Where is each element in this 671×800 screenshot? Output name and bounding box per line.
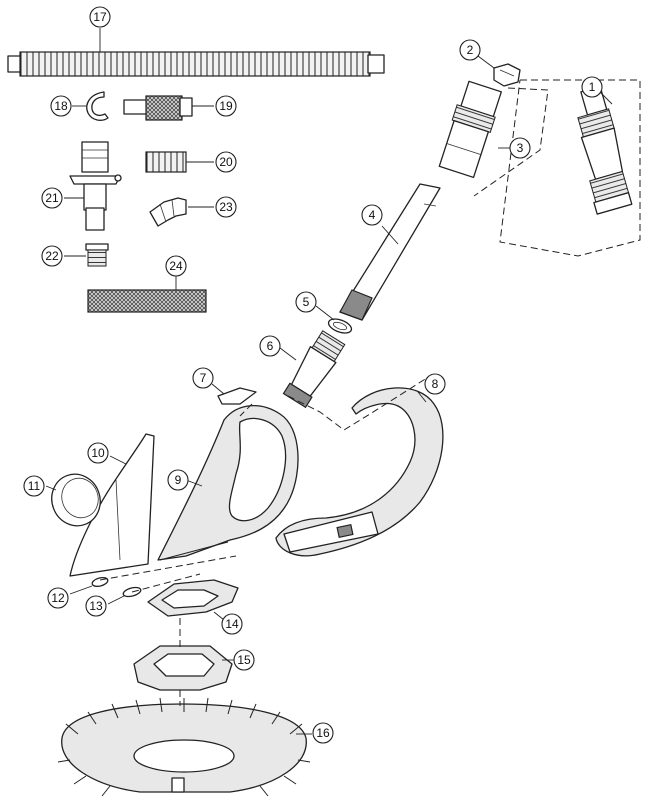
callout-23: 23 xyxy=(215,196,237,218)
svg-text:4: 4 xyxy=(369,208,376,222)
callout-17: 17 xyxy=(89,6,111,28)
callout-4: 4 xyxy=(361,204,383,226)
svg-text:6: 6 xyxy=(267,339,274,353)
callout-1: 1 xyxy=(581,76,603,98)
connector-19 xyxy=(123,95,214,121)
svg-text:8: 8 xyxy=(432,377,439,391)
callout-22: 22 xyxy=(41,245,63,267)
swivel-connector-1 xyxy=(499,79,641,257)
svg-text:12: 12 xyxy=(51,591,65,605)
tube-3 xyxy=(438,80,549,197)
callout-7: 7 xyxy=(192,367,214,389)
svg-text:11: 11 xyxy=(28,479,41,493)
callout-5: 5 xyxy=(295,291,317,313)
svg-text:15: 15 xyxy=(237,653,251,667)
svg-text:5: 5 xyxy=(303,295,310,309)
svg-text:10: 10 xyxy=(91,446,105,460)
callout-11: 11 xyxy=(23,475,45,497)
coupling-22 xyxy=(64,243,109,267)
callout-6: 6 xyxy=(259,335,281,357)
foot-pad-15 xyxy=(133,645,234,691)
swivel-joint-6 xyxy=(279,330,346,409)
callout-3: 3 xyxy=(509,137,531,159)
svg-text:24: 24 xyxy=(169,259,183,273)
disc-11 xyxy=(45,473,101,527)
callout-20: 20 xyxy=(215,151,237,173)
callout-21: 21 xyxy=(41,187,63,209)
adapter-21 xyxy=(64,141,122,231)
cover-10 xyxy=(69,433,155,577)
callout-10: 10 xyxy=(87,442,109,464)
svg-text:23: 23 xyxy=(219,200,233,214)
ring-5 xyxy=(315,305,353,334)
c-clip-18 xyxy=(72,91,109,121)
ring-12 xyxy=(69,576,109,595)
svg-text:19: 19 xyxy=(219,99,233,113)
coupling-20 xyxy=(145,151,214,173)
diaphragm-14 xyxy=(147,579,239,621)
svg-text:9: 9 xyxy=(175,473,182,487)
callout-13: 13 xyxy=(85,595,107,617)
hose-17 xyxy=(7,28,385,77)
svg-text:14: 14 xyxy=(225,617,239,631)
assembly-guides xyxy=(99,375,431,706)
svg-text:20: 20 xyxy=(219,155,233,169)
svg-text:22: 22 xyxy=(45,249,59,263)
svg-text:17: 17 xyxy=(93,10,107,24)
filter-strip-24 xyxy=(87,276,207,313)
ring-13 xyxy=(107,586,142,605)
callout-8: 8 xyxy=(424,373,446,395)
callout-9: 9 xyxy=(167,469,189,491)
body-9 xyxy=(157,404,299,561)
callout-16: 16 xyxy=(312,722,334,744)
elbow-23 xyxy=(149,197,214,227)
callout-14: 14 xyxy=(221,613,243,635)
svg-text:3: 3 xyxy=(517,141,524,155)
callout-2: 2 xyxy=(459,39,481,61)
svg-text:13: 13 xyxy=(89,599,103,613)
svg-text:21: 21 xyxy=(45,191,59,205)
connector-2 xyxy=(477,55,521,87)
tube-4 xyxy=(339,183,441,321)
finned-disc-16 xyxy=(57,697,312,797)
arm-8 xyxy=(275,387,444,557)
callout-18: 18 xyxy=(50,95,72,117)
callout-24: 24 xyxy=(165,255,187,277)
callout-15: 15 xyxy=(233,649,255,671)
svg-text:7: 7 xyxy=(200,371,207,385)
callout-19: 19 xyxy=(215,95,237,117)
svg-text:16: 16 xyxy=(316,726,330,740)
svg-text:18: 18 xyxy=(54,99,68,113)
svg-text:1: 1 xyxy=(589,80,596,94)
callout-12: 12 xyxy=(47,587,69,609)
svg-text:2: 2 xyxy=(467,43,474,57)
cap-7 xyxy=(211,383,257,405)
